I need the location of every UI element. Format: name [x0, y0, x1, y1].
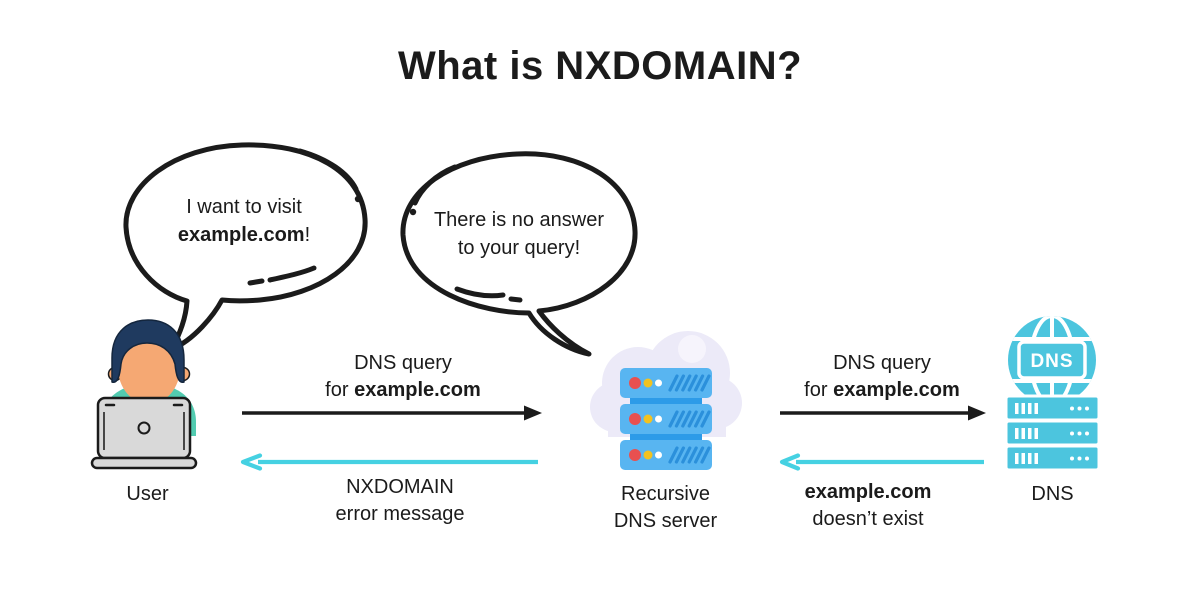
page-title: What is NXDOMAIN? [397, 44, 803, 88]
right-arrow-icon [242, 405, 542, 421]
user-speech-bubble: I want to visit example.com! [110, 135, 378, 361]
recursive-dns-server-icon [588, 325, 743, 477]
nxdomain-error-label: NXDOMAIN error message [335, 476, 465, 525]
domain-not-exist-label: example.com doesn’t exist [804, 481, 932, 530]
resolver-speech-text: There is no answer to your query! [433, 209, 605, 259]
user-icon [88, 316, 203, 476]
user-speech-text: I want to visit example.com! [177, 196, 311, 246]
user-label: User [126, 483, 169, 505]
resolver-query-label: DNS query for example.com [804, 352, 960, 401]
dns-server-icon: DNS [1000, 315, 1105, 473]
response-arrow-dns-to-resolver [776, 451, 988, 473]
dns-globe-badge: DNS [1030, 351, 1073, 372]
left-arrow-icon [779, 453, 984, 471]
cloud-server-icon [590, 331, 742, 470]
left-arrow-icon [240, 453, 538, 471]
dns-globe-server-icon: DNS [1004, 316, 1101, 472]
person-laptop-icon [90, 319, 198, 470]
query-arrow-user-to-resolver [238, 402, 544, 424]
speech-bubble-icon [123, 142, 368, 352]
user-query-label: DNS query for example.com [325, 352, 481, 401]
resolver-speech-bubble: There is no answer to your query! [393, 143, 645, 365]
response-arrow-resolver-to-user [236, 451, 542, 473]
recursive-dns-label: Recursive DNS server [613, 483, 718, 532]
speech-bubble-icon [400, 151, 638, 357]
query-arrow-resolver-to-dns [776, 402, 988, 424]
right-arrow-icon [780, 405, 986, 421]
dns-label: DNS [1031, 483, 1074, 505]
